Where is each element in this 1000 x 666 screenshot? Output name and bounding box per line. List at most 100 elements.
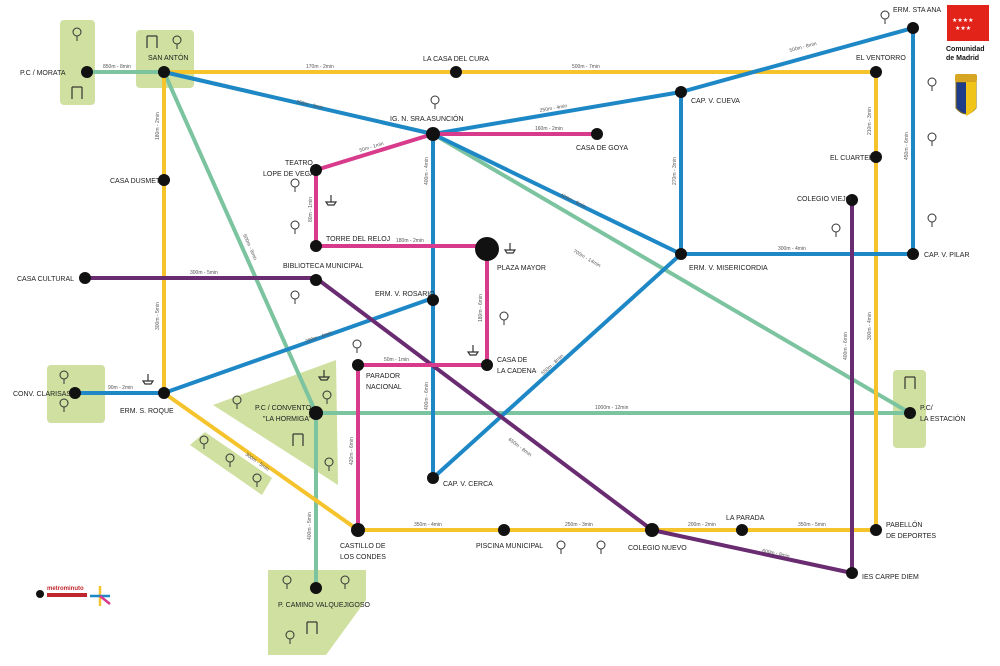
dist-castillo-piscina: 350m - 4min bbox=[414, 522, 442, 528]
playground-icon bbox=[904, 376, 916, 389]
stop-pc-la-estacion[interactable] bbox=[904, 407, 916, 419]
green-line-convento bbox=[162, 70, 912, 415]
dist-cultural-biblio: 300m - 5min bbox=[190, 270, 218, 276]
stop-pc-morata[interactable] bbox=[81, 66, 93, 78]
stop-pabellon-de-deportes[interactable] bbox=[870, 524, 882, 536]
label-la-hormiga: "LA HORMIGA" bbox=[263, 416, 312, 423]
park-morata bbox=[60, 20, 95, 105]
stop-plaza-mayor[interactable] bbox=[475, 237, 499, 261]
label-p-camino-valquejigoso: P. CAMINO VALQUEJIGOSO bbox=[278, 602, 370, 609]
label-pabellon: PABELLÓN bbox=[886, 520, 922, 529]
coat-of-arms-icon bbox=[955, 74, 977, 116]
dist-santon-cura: 170m - 2min bbox=[306, 64, 334, 70]
label-pc-convento: P.C / CONVENTO bbox=[255, 405, 312, 412]
distance-labels: 850m - 8min 170m - 2min 500m - 7min 500m… bbox=[103, 41, 910, 560]
madrid-stars: ★★★★ ★★★ bbox=[952, 17, 974, 32]
stop-erm-v-rosario[interactable] bbox=[427, 294, 439, 306]
tree-icon bbox=[225, 453, 235, 467]
dist-stana: 500m - 8min bbox=[789, 41, 818, 54]
tree-icon bbox=[285, 630, 295, 644]
stop-el-ventorro[interactable] bbox=[870, 66, 882, 78]
label-pc: P.C/ bbox=[920, 405, 933, 412]
label-el-ventorro: EL VENTORRO bbox=[856, 55, 906, 62]
stop-pc-convento[interactable] bbox=[309, 406, 323, 420]
stop-biblioteca-municipal[interactable] bbox=[310, 274, 322, 286]
blue-line-main bbox=[162, 70, 915, 256]
stop-san-anton[interactable] bbox=[158, 66, 170, 78]
dist-santon-asuncion: 250m - 3min bbox=[296, 99, 325, 111]
dist-miseri-cerca: 550m - 8min bbox=[540, 353, 565, 376]
dist-parador-castillo: 420m - 6min bbox=[349, 437, 355, 465]
tree-icon bbox=[352, 339, 362, 353]
svg-text:★★★: ★★★ bbox=[955, 25, 971, 32]
stop-piscina-municipal[interactable] bbox=[498, 524, 510, 536]
stop-cap-v-cerca[interactable] bbox=[427, 472, 439, 484]
dist-nuevo-carpe: 600m - 8min bbox=[762, 548, 791, 560]
stop-colegio-viejo[interactable] bbox=[846, 194, 858, 206]
tree-icon bbox=[290, 178, 300, 192]
stop-p-camino-valquejigoso[interactable] bbox=[310, 582, 322, 594]
dist-nuevo-parada: 200m - 2min bbox=[688, 522, 716, 528]
metrominuto-cross-icon bbox=[90, 586, 111, 606]
stop-cap-v-cueva[interactable] bbox=[675, 86, 687, 98]
stop-ies-carpe-diem[interactable] bbox=[846, 567, 858, 579]
stop-conv-clarisas[interactable] bbox=[69, 387, 81, 399]
stop-torre-del-reloj[interactable] bbox=[310, 240, 322, 252]
stop-casa-de-la-cadena[interactable] bbox=[481, 359, 493, 371]
dist-roque-rosario: 280m - 4min bbox=[305, 330, 333, 345]
comunidad-madrid-logo: ★★★★ ★★★ Comunidad de Madrid bbox=[946, 5, 989, 62]
label-san-anton: SAN ANTÓN bbox=[148, 53, 188, 62]
playground-icon bbox=[306, 621, 318, 634]
dist-viejo-carpe: 400m - 6min bbox=[843, 332, 849, 360]
dist-santon-dusmet: 180m - 2min bbox=[155, 112, 161, 140]
label-cap-v-cueva: CAP. V. CUEVA bbox=[691, 98, 740, 105]
dist-asuncion-goya: 160m - 2min bbox=[535, 126, 563, 132]
tree-icon bbox=[324, 457, 334, 471]
dist-asuncion-estacion: 700m - 14min bbox=[572, 249, 602, 270]
stop-casa-de-goya[interactable] bbox=[591, 128, 603, 140]
label-pc-morata: P.C / MORATA bbox=[20, 70, 66, 77]
stop-ig-sra-asuncion[interactable] bbox=[426, 127, 440, 141]
stop-la-parada[interactable] bbox=[736, 524, 748, 536]
playground-icon bbox=[292, 433, 304, 446]
stop-casa-cultural[interactable] bbox=[79, 272, 91, 284]
yellow-line-top bbox=[162, 70, 878, 532]
dist-rosario-cerca: 400m - 6min bbox=[424, 382, 430, 410]
stop-la-casa-del-cura[interactable] bbox=[450, 66, 462, 78]
stop-erm-s-roque[interactable] bbox=[158, 387, 170, 399]
stop-cap-v-pilar[interactable] bbox=[907, 248, 919, 260]
stop-labels: P.C / MORATA SAN ANTÓN LA CASA DEL CURA … bbox=[13, 7, 970, 609]
label-casa-cultural: CASA CULTURAL bbox=[17, 276, 74, 283]
fountain-icons bbox=[141, 195, 517, 385]
label-comunidad: Comunidad bbox=[946, 46, 985, 53]
tree-icons bbox=[59, 10, 937, 644]
stop-teatro-lope-de-vega[interactable] bbox=[310, 164, 322, 176]
stop-casa-dusmet[interactable] bbox=[158, 174, 170, 186]
label-de-madrid: de Madrid bbox=[946, 55, 979, 62]
stops bbox=[69, 22, 919, 594]
park-strip bbox=[190, 432, 272, 495]
stop-erm-v-misericordia[interactable] bbox=[675, 248, 687, 260]
tree-icon bbox=[927, 213, 937, 227]
dist-asuncion-miseri: 400m - 6min bbox=[559, 192, 587, 210]
stop-parador-nacional[interactable] bbox=[352, 359, 364, 371]
tree-icon bbox=[290, 220, 300, 234]
label-torre-del-reloj: TORRE DEL RELOJ bbox=[326, 236, 390, 243]
park-camino bbox=[268, 570, 366, 655]
stop-el-cuartel[interactable] bbox=[870, 151, 882, 163]
label-lope-de-vega: LOPE DE VEGA bbox=[263, 171, 315, 178]
dist-miseri-pilar: 300m - 4min bbox=[778, 246, 806, 252]
stop-castillo-de-los-condes[interactable] bbox=[351, 523, 365, 537]
label-colegio-nuevo: COLEGIO NUEVO bbox=[628, 545, 687, 552]
stop-erm-sta-ana[interactable] bbox=[907, 22, 919, 34]
tree-icon bbox=[340, 575, 350, 589]
label-castillo-de: CASTILLO DE bbox=[340, 543, 386, 550]
stop-colegio-nuevo[interactable] bbox=[645, 523, 659, 537]
label-erm-sta-ana: ERM. STA ANA bbox=[893, 7, 941, 14]
tree-icon bbox=[322, 390, 332, 404]
dist-teatro-torre: 80m - 1min bbox=[308, 197, 314, 222]
playground-icon bbox=[71, 86, 83, 99]
dist-dusmet-roque: 300m - 5min bbox=[155, 302, 161, 330]
fountain-icon bbox=[466, 345, 480, 356]
label-conv-clarisas: CONV. CLARISAS bbox=[13, 391, 71, 398]
